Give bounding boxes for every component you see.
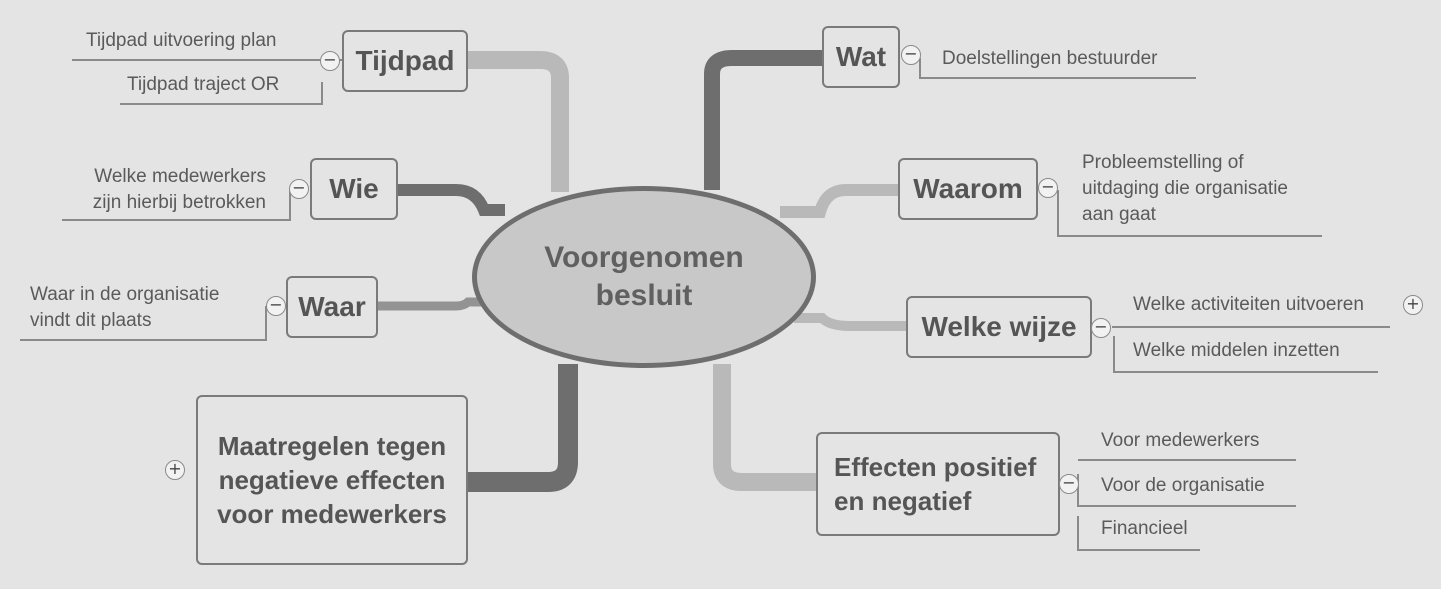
node-effecten[interactable]: Effecten positief en negatief — [816, 432, 1060, 536]
collapse-tijdpad-toggle[interactable]: − — [320, 51, 340, 71]
leaf-waar-text[interactable]: Waar in de organisatie vindt dit plaats — [30, 282, 219, 334]
node-tijdpad-label: Tijdpad — [355, 45, 455, 76]
leaf-effecten-financieel[interactable]: Financieel — [1101, 518, 1188, 539]
branch-waar — [376, 297, 488, 311]
leaf-welke-middelen[interactable]: Welke middelen inzetten — [1133, 340, 1340, 361]
collapse-welke-wijze-toggle[interactable]: − — [1091, 318, 1111, 338]
leaf-line-welke-wijze — [1112, 326, 1390, 373]
leaf-effecten-organisatie[interactable]: Voor de organisatie — [1101, 475, 1265, 496]
expand-activiteiten-toggle[interactable]: + — [1403, 295, 1423, 315]
leaf-waarom-line1: Probleemstelling of — [1082, 152, 1244, 173]
branch-maatregelen — [466, 364, 578, 492]
expand-maatregelen-toggle[interactable]: + — [165, 460, 185, 480]
branch-effecten — [713, 364, 818, 491]
node-wat-label: Wat — [835, 41, 887, 72]
leaf-tijdpad-traject[interactable]: Tijdpad traject OR — [127, 74, 280, 95]
node-waarom-label: Waarom — [913, 173, 1023, 204]
leaf-welke-activiteiten[interactable]: Welke activiteiten uitvoeren — [1133, 294, 1364, 315]
node-effecten-line2: en negatief — [834, 486, 972, 516]
collapse-waarom-toggle[interactable]: − — [1038, 178, 1058, 198]
node-welke-wijze[interactable]: Welke wijze — [906, 296, 1092, 358]
leaf-waarom-text[interactable]: Probleemstelling of uitdaging die organi… — [1082, 150, 1288, 228]
collapse-waar-toggle[interactable]: − — [266, 296, 286, 316]
branch-wat — [704, 50, 822, 190]
node-effecten-line1: Effecten positief — [834, 452, 1037, 482]
leaf-effecten-medewerkers[interactable]: Voor medewerkers — [1101, 430, 1260, 451]
node-waarom[interactable]: Waarom — [898, 158, 1038, 220]
node-maatregelen[interactable]: Maatregelen tegen negatieve effecten voo… — [196, 395, 468, 565]
branch-waarom — [780, 184, 900, 218]
node-wat[interactable]: Wat — [822, 26, 900, 88]
leaf-tijdpad-uitvoering[interactable]: Tijdpad uitvoering plan — [86, 30, 277, 51]
leaf-line-waar — [20, 306, 267, 341]
node-waar[interactable]: Waar — [286, 276, 378, 338]
leaf-waar-line1: Waar in de organisatie — [30, 284, 220, 305]
branch-tijdpad — [466, 51, 569, 192]
central-topic[interactable]: Voorgenomen besluit — [472, 186, 816, 368]
branch-wie — [396, 184, 505, 216]
collapse-wie-toggle[interactable]: − — [289, 179, 309, 199]
node-maatregelen-line3: voor medewerkers — [217, 499, 447, 529]
node-welke-wijze-label: Welke wijze — [921, 311, 1077, 342]
node-waar-label: Waar — [298, 291, 366, 322]
branch-welke-wijze — [794, 313, 908, 331]
central-topic-line1: Voorgenomen — [544, 241, 744, 274]
leaf-waar-line2: vindt dit plaats — [30, 310, 152, 331]
leaf-wie-line2: zijn hierbij betrokken — [92, 192, 266, 213]
leaf-wie-line1: Welke medewerkers — [94, 166, 266, 187]
node-wie[interactable]: Wie — [310, 158, 398, 220]
node-maatregelen-line1: Maatregelen tegen — [217, 431, 447, 461]
node-maatregelen-line2: negatieve effecten — [218, 465, 446, 495]
central-topic-line2: besluit — [595, 279, 693, 312]
leaf-wie-text[interactable]: Welke medewerkers zijn hierbij betrokken — [66, 164, 266, 216]
node-wie-label: Wie — [329, 173, 379, 204]
leaf-line-waarom — [1057, 190, 1322, 237]
collapse-effecten-toggle[interactable]: − — [1059, 474, 1079, 494]
leaf-line-tijdpad — [72, 59, 346, 105]
leaf-wat-doelstellingen[interactable]: Doelstellingen bestuurder — [942, 48, 1158, 69]
leaf-line-wie — [62, 190, 291, 221]
leaf-waarom-line2: uitdaging die organisatie — [1082, 178, 1288, 199]
leaf-line-wat — [919, 58, 1196, 79]
node-tijdpad[interactable]: Tijdpad — [342, 30, 468, 92]
leaf-waarom-line3: aan gaat — [1082, 204, 1156, 225]
collapse-wat-toggle[interactable]: − — [901, 45, 921, 65]
